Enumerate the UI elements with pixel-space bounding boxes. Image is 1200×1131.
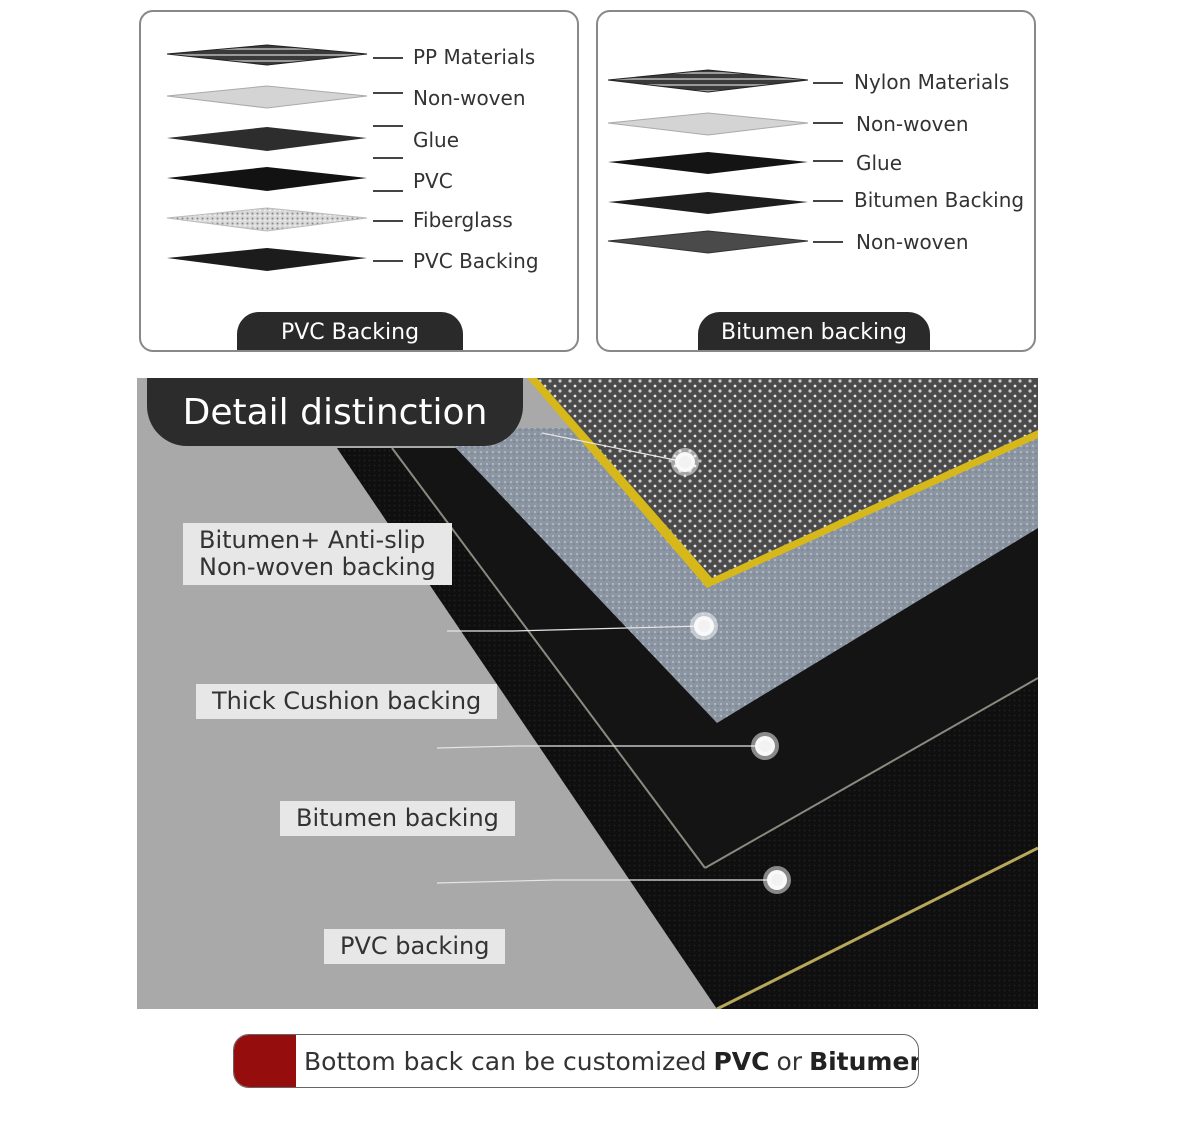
note-join: or <box>776 1046 803 1076</box>
leader-line <box>373 260 403 262</box>
callout-pvc-backing: PVC backing <box>324 929 506 964</box>
layer-label-pvc: PVC <box>413 169 453 193</box>
layer-label-pvc-backing: PVC Backing <box>413 249 539 273</box>
layer-label-glue: Glue <box>856 151 903 175</box>
bitumen-layer-stack-illustration <box>607 69 809 254</box>
layer-label-non-woven-2: Non-woven <box>856 230 969 254</box>
option-pvc: PVC <box>713 1046 770 1076</box>
leader-line <box>373 125 403 127</box>
layer-label-pp-materials: PP Materials <box>413 45 536 69</box>
customization-note-text: Bottom back can be customized PVC or Bit… <box>304 1035 919 1087</box>
leader-line <box>813 160 843 162</box>
callout-dot <box>763 866 791 894</box>
detail-distinction-photo: Detail distinction Bitumen+ Anti-slip No… <box>137 378 1038 1009</box>
layer-label-non-woven: Non-woven <box>856 112 969 136</box>
layer-label-fiberglass: Fiberglass <box>413 208 513 232</box>
leader-line <box>373 157 403 159</box>
layer-label-non-woven: Non-woven <box>413 86 526 110</box>
callout-line: Non-woven backing <box>199 553 436 581</box>
leader-line <box>813 122 843 124</box>
leader-line <box>813 241 843 243</box>
layer-label-glue: Glue <box>413 128 460 152</box>
layer-label-bitumen-backing: Bitumen Backing <box>854 188 1025 212</box>
leader-line <box>373 92 403 94</box>
callout-thick-cushion-backing: Thick Cushion backing <box>196 684 498 719</box>
customization-note-banner: Bottom back can be customized PVC or Bit… <box>233 1034 919 1088</box>
leader-line <box>373 220 403 222</box>
accent-block <box>234 1035 296 1087</box>
option-bitumen: Bitumen <box>809 1046 919 1076</box>
leader-line <box>373 57 403 59</box>
leader-line <box>813 200 843 202</box>
panel-tab-label: PVC Backing <box>237 312 463 350</box>
bitumen-backing-structure-panel: Nylon Materials Non-woven Glue Bitumen B… <box>596 10 1036 352</box>
callout-bitumen-anti-slip: Bitumen+ Anti-slip Non-woven backing <box>183 523 452 585</box>
callout-dot <box>690 612 718 640</box>
leader-line <box>373 190 403 192</box>
panel-tab-label: Bitumen backing <box>698 312 930 350</box>
layer-label-nylon-materials: Nylon Materials <box>854 70 1010 94</box>
callout-dot <box>671 448 699 476</box>
callout-bitumen-backing: Bitumen backing <box>280 801 515 836</box>
leader-line <box>813 82 843 84</box>
pvc-layer-stack-illustration <box>166 44 368 271</box>
callout-line: Bitumen+ Anti-slip <box>199 526 426 554</box>
mat-layers-photo-illustration <box>337 378 1038 1009</box>
note-prefix: Bottom back can be customized <box>304 1046 707 1076</box>
callout-dot <box>751 732 779 760</box>
detail-distinction-title: Detail distinction <box>147 378 523 446</box>
pvc-backing-structure-panel: PP Materials Non-woven Glue PVC Fibergla… <box>139 10 579 352</box>
